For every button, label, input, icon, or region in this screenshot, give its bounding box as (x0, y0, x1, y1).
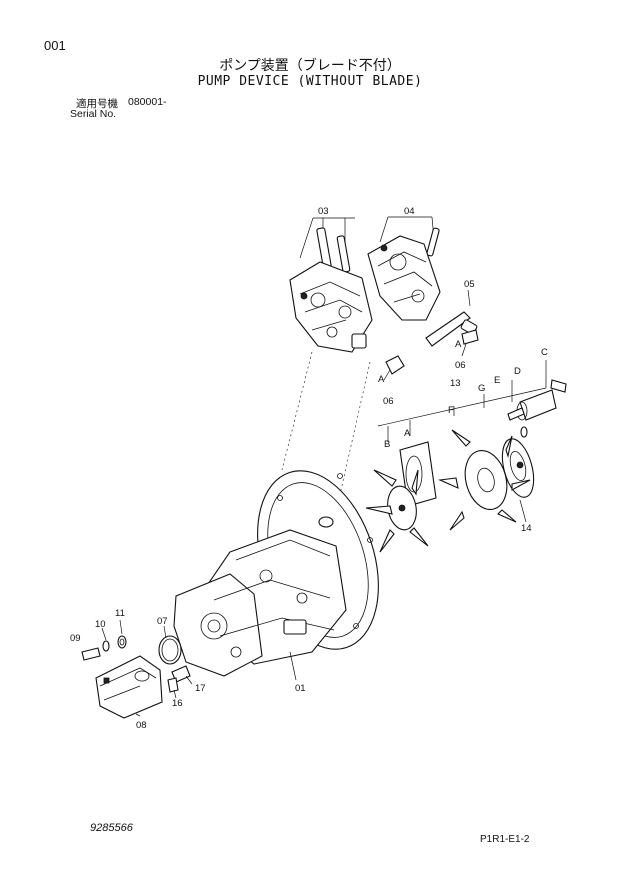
callout-07: 07 (157, 616, 168, 627)
part-04-valve-block[interactable] (367, 216, 441, 321)
part-F-fan[interactable] (437, 429, 531, 531)
serial-number-value: 080001- (128, 96, 167, 108)
callout-A-fan: A (404, 428, 411, 439)
serial-label-english: Serial No. (70, 108, 117, 120)
page-title-japanese: ポンプ装置（ブレード不付） (219, 58, 401, 74)
part-03-valve-block[interactable] (289, 217, 373, 353)
serial-label-japanese: 適用号機 (76, 98, 118, 110)
callout-14: 14 (521, 523, 532, 534)
page-title-english: PUMP DEVICE (WITHOUT BLADE) (197, 74, 423, 89)
callout-D: D (514, 366, 521, 377)
callout-09: 09 (70, 633, 81, 644)
part-06-fitting-right[interactable] (461, 329, 479, 357)
callout-B: B (384, 439, 390, 450)
callout-05: 05 (464, 279, 475, 290)
callout-01: 01 (295, 683, 306, 694)
part-11-washer[interactable] (117, 619, 127, 649)
callout-06-right: 06 (455, 360, 466, 371)
callout-10: 10 (95, 619, 106, 630)
callout-C: C (541, 347, 548, 358)
callout-03: 03 (318, 206, 329, 217)
assembly-guide-line (281, 351, 371, 513)
part-D-spacer[interactable] (516, 389, 557, 421)
callout-11: 11 (115, 608, 125, 619)
page-code: P1R1-E1-2 (480, 834, 530, 845)
page-number: 001 (44, 38, 66, 53)
callout-A-upper: A (455, 339, 462, 350)
part-01-main-pump[interactable] (173, 529, 347, 681)
part-06-fitting-upper[interactable] (383, 355, 405, 381)
part-10-washer[interactable] (101, 627, 110, 652)
part-13-fan-kit-leader (377, 360, 547, 442)
callout-F: F (448, 405, 454, 416)
callout-04: 04 (404, 206, 415, 217)
callout-06-left: 06 (383, 396, 394, 407)
part-16-bolt[interactable] (167, 677, 179, 699)
part-G-washer[interactable] (520, 426, 528, 438)
part-09-bolt[interactable] (81, 647, 101, 661)
callout-08: 08 (136, 720, 147, 731)
callout-G: G (478, 383, 485, 394)
callout-13: 13 (450, 378, 461, 389)
callout-17: 17 (195, 683, 206, 694)
part-E-bolt[interactable] (507, 407, 525, 421)
part-B-fan[interactable] (365, 469, 429, 553)
document-number: 9285566 (90, 822, 133, 834)
part-C-bolt[interactable] (550, 379, 567, 393)
part-08-gear-pump[interactable] (95, 655, 163, 719)
callout-16: 16 (172, 698, 183, 709)
part-07-o-ring[interactable] (158, 625, 182, 665)
callout-A-left: A (378, 374, 385, 385)
callout-E: E (494, 375, 500, 386)
